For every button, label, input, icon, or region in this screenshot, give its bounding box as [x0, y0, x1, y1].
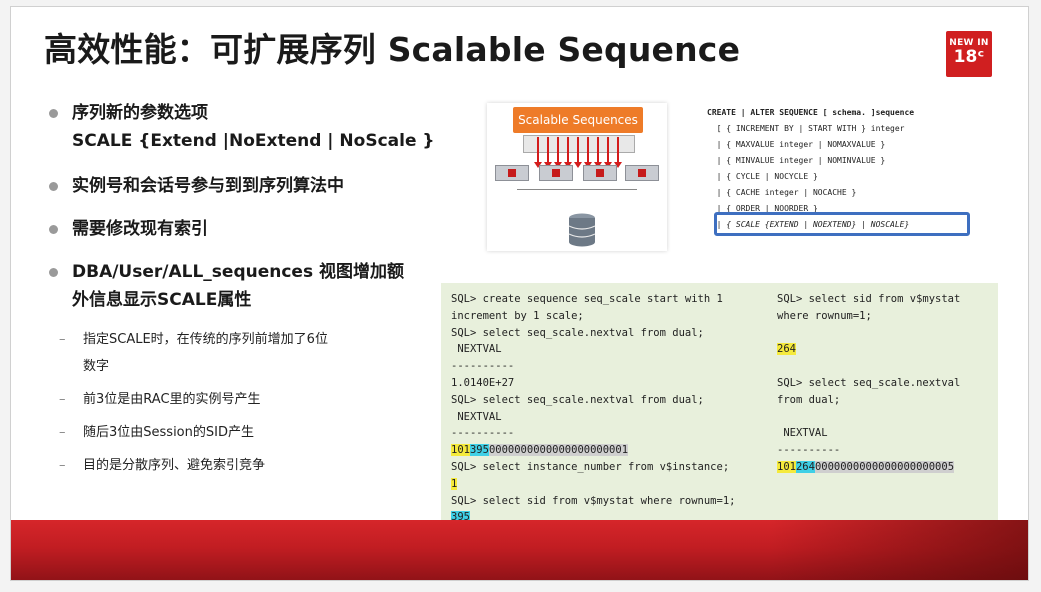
bullet-text: 外信息显示SCALE属性: [72, 290, 252, 310]
sql-example-left: SQL> create sequence seq_scale start wit…: [451, 291, 775, 526]
scalable-sequences-label: Scalable Sequences: [513, 107, 643, 133]
code-line: SQL> select seq_scale.nextval from dual;: [451, 326, 704, 339]
bullet-dot-icon: [49, 109, 58, 118]
syntax-line: | { ORDER | NOORDER }: [707, 204, 818, 213]
code-line: from dual;: [777, 393, 841, 406]
sid-prefix-value: 395: [469, 444, 489, 457]
code-line: SQL> select sid from v$mystat: [777, 293, 961, 305]
bullet-text: 需要修改现有索引: [72, 219, 208, 239]
arrow-down-icon: [534, 137, 542, 168]
code-line: 1: [451, 476, 775, 493]
arrow-down-icon: [544, 137, 552, 168]
code-line: [777, 409, 992, 426]
bullet-item: 需要修改现有索引: [49, 215, 449, 243]
syntax-line: | { CACHE integer | NOCACHE }: [707, 188, 857, 197]
dash-icon: –: [59, 425, 66, 440]
syntax-line: CREATE | ALTER SEQUENCE [ schema. ]seque…: [707, 108, 915, 117]
bullet-text: 序列新的参数选项: [72, 103, 208, 123]
dash-icon: –: [59, 392, 66, 407]
code-line: 1013950000000000000000000001: [451, 442, 775, 459]
sub-bullet-item: – 指定SCALE时，在传统的序列前增加了6位 数字: [49, 326, 449, 380]
syntax-line: | { MAXVALUE integer | NOMAXVALUE }: [707, 140, 886, 149]
syntax-line: [ { INCREMENT BY | START WITH } integer: [707, 124, 905, 133]
sid-prefix-value: 264: [795, 460, 815, 473]
dash-icon: –: [59, 458, 66, 473]
scale-clause-highlight-box: [714, 212, 970, 236]
arrow-down-icon: [554, 137, 562, 168]
sub-bullet-item: – 随后3位由Session的SID产生: [49, 419, 449, 446]
slide: 高效性能：可扩展序列 Scalable Sequence NEW IN 18ᶜ …: [10, 6, 1029, 581]
arrow-down-icon: [614, 137, 622, 168]
code-line: NEXTVAL: [451, 410, 502, 423]
code-line: NEXTVAL: [451, 343, 502, 356]
instance-prefix-value: 101: [777, 460, 796, 473]
scalable-sequence-diagram: Scalable Sequences: [487, 103, 667, 251]
code-line: SQL> select seq_scale.nextval from dual;: [451, 393, 704, 406]
sequence-syntax-block: CREATE | ALTER SEQUENCE [ schema. ]seque…: [701, 101, 973, 237]
code-line: [777, 358, 992, 375]
syntax-line: | { MINVALUE integer | NOMINVALUE }: [707, 156, 886, 165]
code-line: where rownum=1;: [777, 309, 872, 322]
server-icon: [539, 165, 573, 181]
code-line: 1.0140E+27: [451, 376, 515, 389]
sequence-suffix-value: 0000000000000000000001: [488, 444, 629, 457]
code-line: ----------: [451, 427, 515, 440]
sid-value: 264: [777, 343, 796, 356]
code-line: ----------: [451, 360, 515, 373]
sub-bullet-item: – 前3位是由RAC里的实例号产生: [49, 386, 449, 413]
arrow-down-icon: [584, 137, 592, 168]
sub-bullet-text: 目的是分散序列、避免索引竞争: [83, 458, 266, 473]
arrow-down-icon: [604, 137, 612, 168]
arrow-down-icon: [594, 137, 602, 168]
arrow-down-icon: [574, 137, 582, 168]
code-line: [777, 325, 992, 342]
bullet-item: DBA/User/ALL_sequences 视图增加额 外信息显示SCALE属…: [49, 258, 449, 314]
sub-bullet-item: – 目的是分散序列、避免索引竞争: [49, 452, 449, 479]
sub-bullet-text: 指定SCALE时，在传统的序列前增加了6位: [83, 332, 328, 347]
sub-bullet-text: 前3位是由RAC里的实例号产生: [83, 392, 261, 407]
sql-example-block: SQL> create sequence seq_scale start wit…: [441, 283, 998, 526]
arrow-down-icon: [564, 137, 572, 168]
badge-line2: 18ᶜ: [953, 47, 985, 67]
bullet-item: 序列新的参数选项 SCALE {Extend |NoExtend | NoSca…: [49, 99, 449, 155]
slide-title: 高效性能：可扩展序列 Scalable Sequence: [44, 30, 741, 69]
instance-prefix-value: 101: [451, 444, 470, 457]
bullet-text: DBA/User/ALL_sequences 视图增加额: [72, 262, 404, 282]
syntax-line: | { CYCLE | NOCYCLE }: [707, 172, 818, 181]
bullet-dot-icon: [49, 182, 58, 191]
server-icon: [583, 165, 617, 181]
database-icon: [568, 213, 596, 247]
badge-line1: NEW IN: [949, 38, 989, 48]
syntax-line: | { SCALE {EXTEND | NOEXTEND} | NOSCALE}: [707, 220, 910, 229]
code-line: NEXTVAL: [777, 427, 828, 440]
code-line: SQL> select instance_number from v$insta…: [451, 460, 730, 473]
instance-number-value: 1: [451, 477, 458, 490]
sql-example-right: SQL> select sid from v$mystat where rown…: [777, 291, 992, 476]
code-line: 264: [777, 341, 992, 358]
code-line: ----------: [777, 444, 841, 457]
sub-bullet-text: 数字: [83, 359, 110, 374]
server-icon: [625, 165, 659, 181]
code-line: SQL> select sid from v$mystat where rown…: [451, 494, 736, 507]
sub-bullet-text: 随后3位由Session的SID产生: [83, 425, 254, 440]
code-line: SQL> create sequence seq_scale start wit…: [451, 293, 723, 305]
bullet-text: 实例号和会话号参与到到序列算法中: [72, 176, 344, 196]
interconnect-line: [517, 189, 637, 190]
footer-red-band: [11, 520, 1028, 580]
code-line: 1012640000000000000000000005: [777, 459, 992, 476]
bullet-text: SCALE {Extend |NoExtend | NoScale }: [72, 131, 435, 151]
bullet-list: 序列新的参数选项 SCALE {Extend |NoExtend | NoSca…: [49, 99, 449, 479]
bullet-dot-icon: [49, 225, 58, 234]
bullet-item: 实例号和会话号参与到到序列算法中: [49, 172, 449, 200]
server-icon: [495, 165, 529, 181]
code-line: SQL> select seq_scale.nextval: [777, 376, 961, 389]
bullet-dot-icon: [49, 268, 58, 277]
sequence-suffix-value: 0000000000000000000005: [814, 460, 955, 473]
dash-icon: –: [59, 332, 66, 347]
new-in-18c-badge: NEW IN 18ᶜ: [946, 31, 992, 77]
code-line: increment by 1 scale;: [451, 309, 584, 322]
